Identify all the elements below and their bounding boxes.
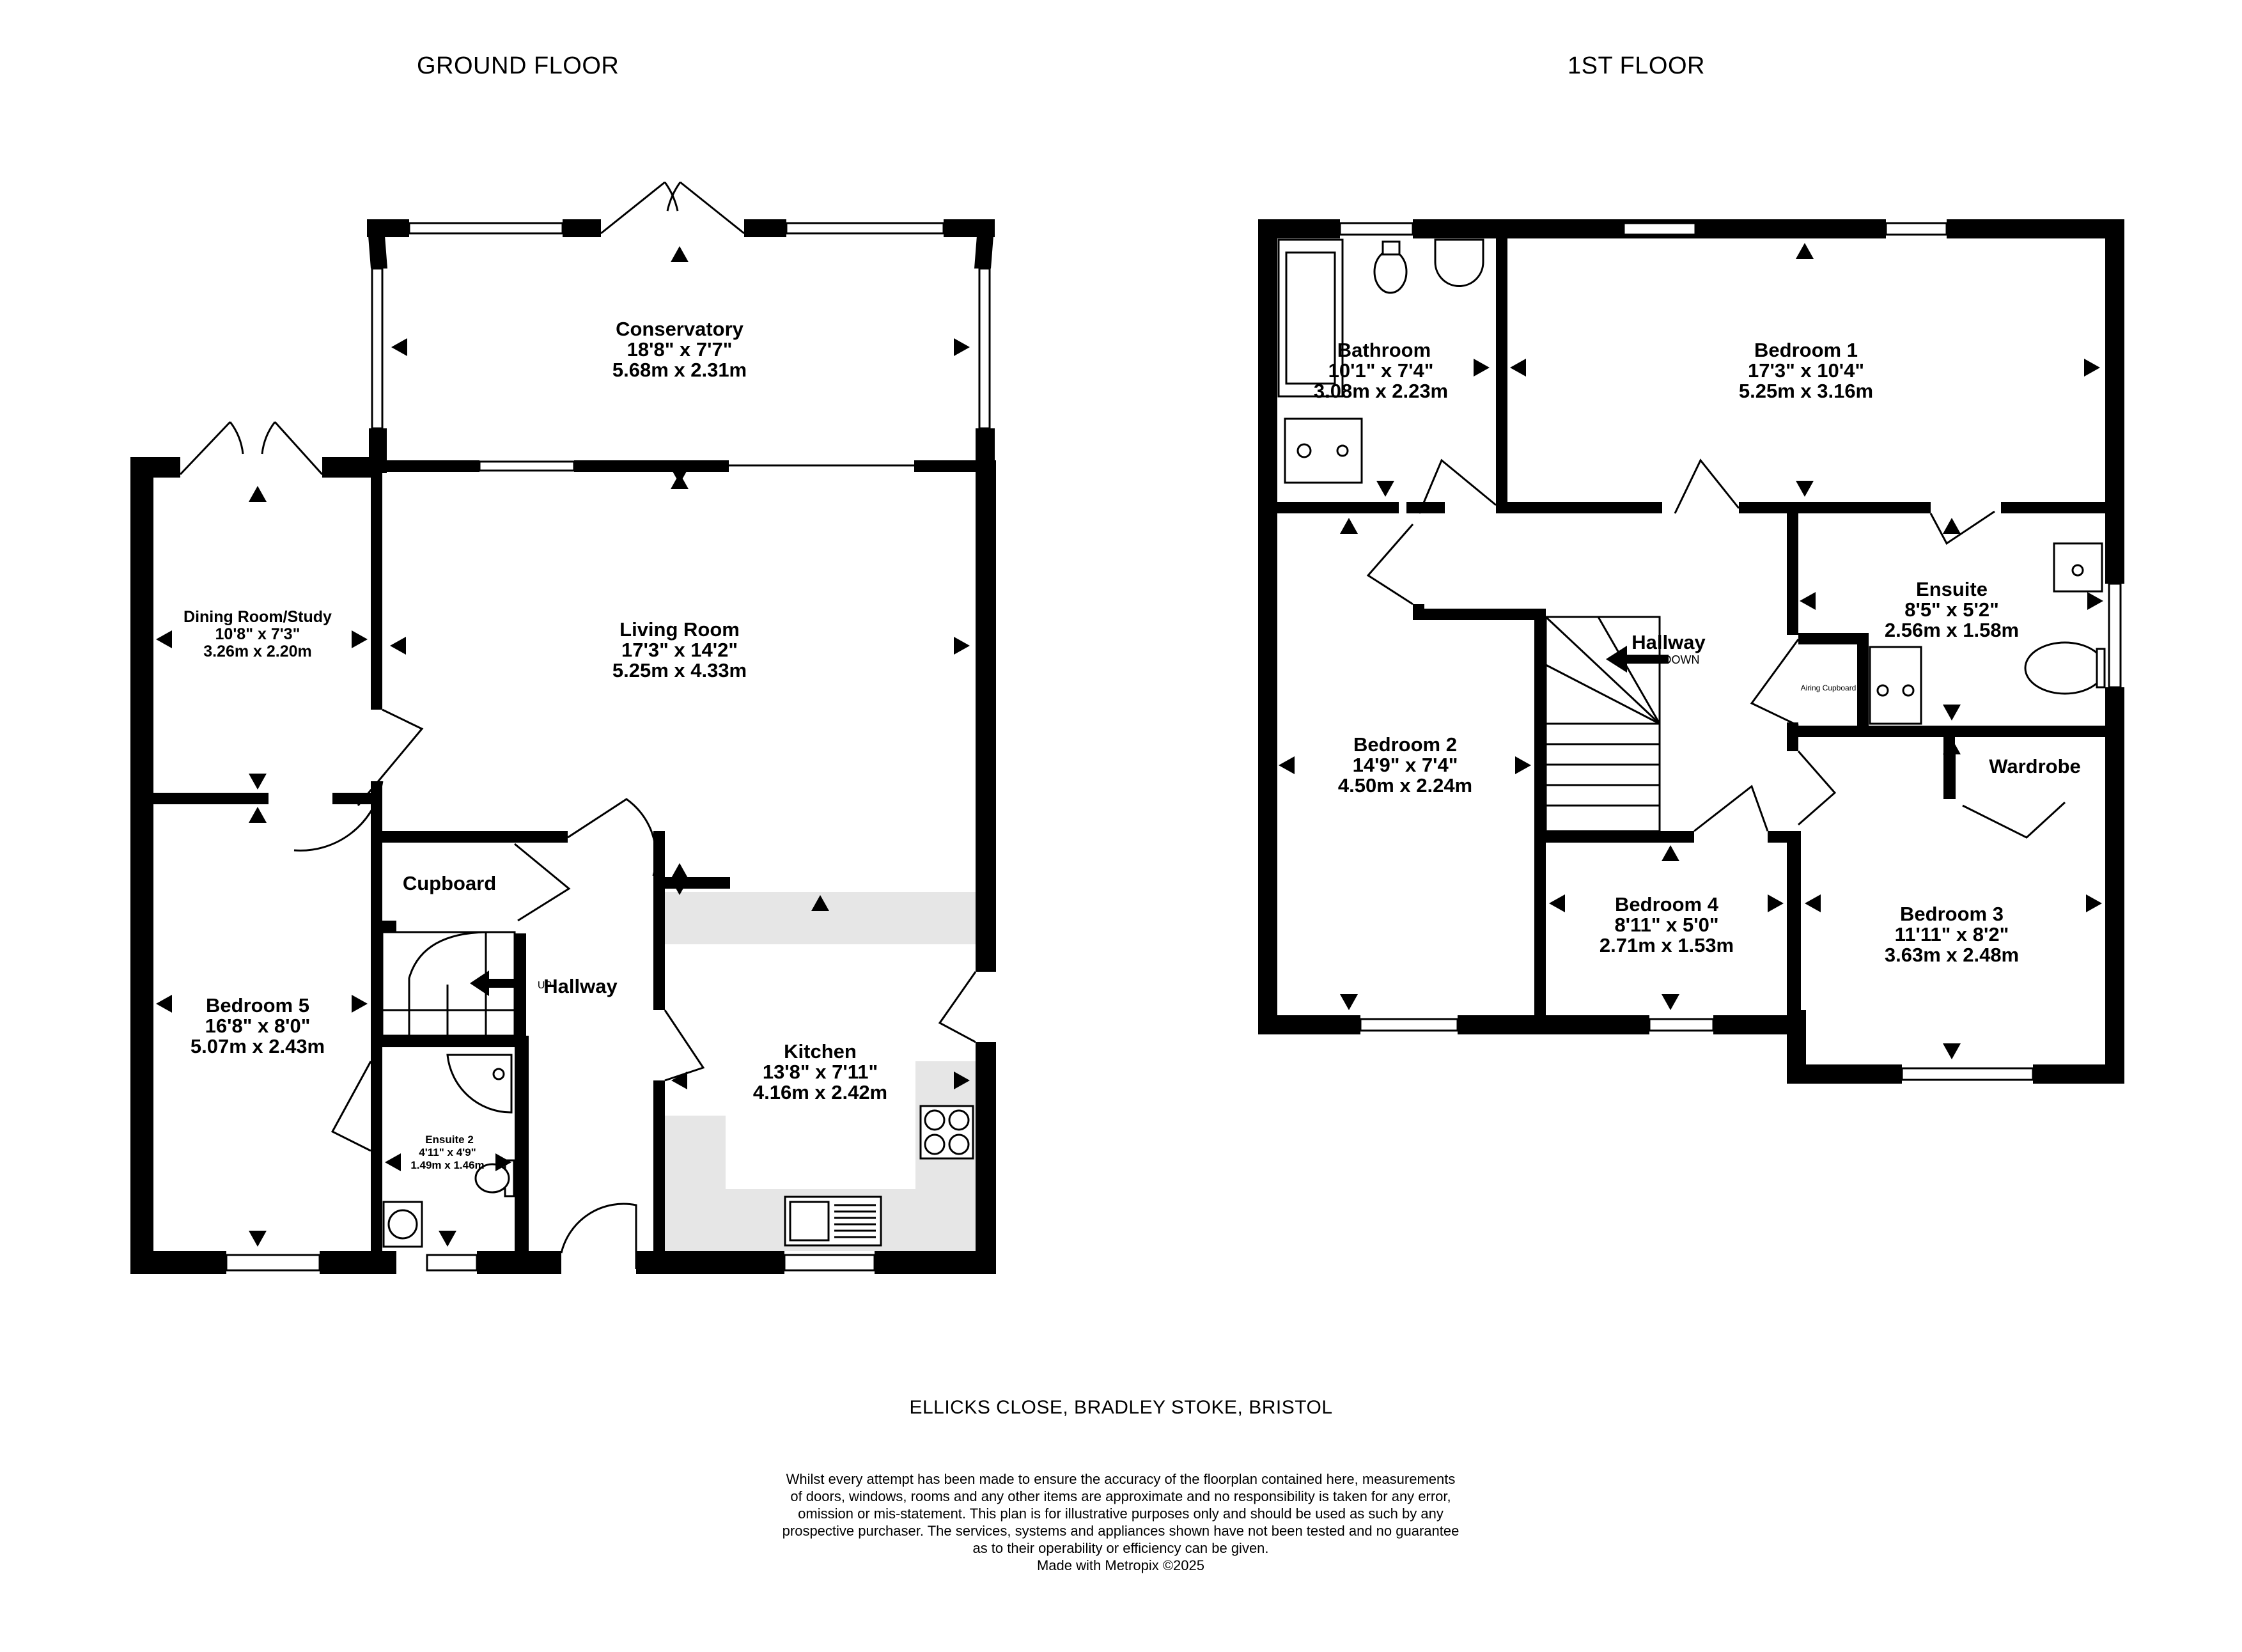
hallway-first-name: Hallway bbox=[1631, 631, 1706, 653]
dining-name: Dining Room/Study bbox=[183, 608, 332, 626]
first-floor-title: 1ST FLOOR bbox=[1568, 52, 1705, 79]
bedroom1-name: Bedroom 1 bbox=[1754, 339, 1858, 361]
conservatory-imperial: 18'8" x 7'7" bbox=[627, 338, 733, 361]
disclaimer-line: prospective purchaser. The services, sys… bbox=[782, 1523, 1460, 1539]
bathroom-imperial: 10'1" x 7'4" bbox=[1328, 359, 1434, 382]
hallway-first-down: DOWN bbox=[1663, 653, 1700, 666]
bathroom-metric: 3.08m x 2.23m bbox=[1314, 380, 1448, 402]
bedroom5-name: Bedroom 5 bbox=[206, 994, 309, 1017]
stairs-up-arrow bbox=[470, 970, 524, 996]
property-address: ELLICKS CLOSE, BRADLEY STOKE, BRISTOL bbox=[909, 1397, 1333, 1418]
bedroom5-metric: 5.07m x 2.43m bbox=[191, 1035, 325, 1057]
cupboard-name: Cupboard bbox=[403, 872, 496, 894]
living-name: Living Room bbox=[619, 618, 740, 641]
hallway-ground-up: UP bbox=[538, 980, 552, 991]
bedroom3-metric: 3.63m x 2.48m bbox=[1885, 944, 2019, 966]
first-doors bbox=[1366, 458, 2066, 839]
bedroom3-imperial: 11'11" x 8'2" bbox=[1895, 923, 2009, 946]
living-imperial: 17'3" x 14'2" bbox=[621, 639, 738, 661]
kitchen-metric: 4.16m x 2.42m bbox=[753, 1081, 887, 1103]
first-room-labels: Bathroom 10'1" x 7'4" 3.08m x 2.23m Bedr… bbox=[1314, 339, 2081, 966]
bedroom4-imperial: 8'11" x 5'0" bbox=[1614, 914, 1718, 936]
first-dimension-markers bbox=[1279, 243, 2103, 1059]
first-stairs bbox=[1545, 616, 1661, 832]
wardrobe-name: Wardrobe bbox=[1989, 755, 2081, 777]
dining-imperial: 10'8" x 7'3" bbox=[215, 625, 300, 643]
living-metric: 5.25m x 4.33m bbox=[612, 659, 747, 682]
ground-doors bbox=[179, 181, 977, 1269]
bathroom-name: Bathroom bbox=[1337, 339, 1431, 361]
conservatory-name: Conservatory bbox=[616, 318, 744, 340]
bedroom1-metric: 5.25m x 3.16m bbox=[1739, 380, 1873, 402]
hallway-ground-name: Hallway bbox=[543, 975, 618, 997]
conservatory-metric: 5.68m x 2.31m bbox=[612, 359, 747, 381]
disclaimer-line: as to their operability or efficiency ca… bbox=[972, 1540, 1269, 1556]
kitchen-imperial: 13'8" x 7'11" bbox=[763, 1061, 878, 1083]
bedroom2-metric: 4.50m x 2.24m bbox=[1338, 774, 1472, 797]
ensuite2-imperial: 4'11" x 4'9" bbox=[419, 1146, 476, 1158]
ground-dimension-markers bbox=[156, 246, 970, 1247]
disclaimer-line: of doors, windows, rooms and any other i… bbox=[790, 1488, 1451, 1504]
ground-fixtures bbox=[382, 1054, 974, 1248]
ensuite2-metric: 1.49m x 1.46m bbox=[410, 1159, 484, 1171]
dining-metric: 3.26m x 2.20m bbox=[203, 643, 312, 660]
disclaimer-line: Whilst every attempt has been made to en… bbox=[786, 1471, 1456, 1487]
bedroom1-imperial: 17'3" x 10'4" bbox=[1748, 359, 1864, 382]
airing-cupboard-name: Airing Cupboard bbox=[1801, 683, 1857, 692]
first-floor-plan: Bathroom 10'1" x 7'4" 3.08m x 2.23m Bedr… bbox=[1258, 219, 2124, 1084]
ground-walls bbox=[130, 219, 996, 1274]
stairs-down-arrow bbox=[1606, 646, 1669, 673]
bedroom5-imperial: 16'8" x 8'0" bbox=[205, 1015, 311, 1037]
first-windows bbox=[1339, 222, 2122, 1081]
first-walls bbox=[1258, 219, 2124, 1084]
kitchen-name: Kitchen bbox=[784, 1040, 857, 1063]
ensuite-imperial: 8'5" x 5'2" bbox=[1904, 598, 1999, 621]
disclaimer-credit: Made with Metropix ©2025 bbox=[1036, 1557, 1204, 1573]
ground-floor-plan: Conservatory 18'8" x 7'7" 5.68m x 2.31m … bbox=[130, 181, 996, 1274]
ensuite-name: Ensuite bbox=[1916, 578, 1988, 600]
ground-floor-title: GROUND FLOOR bbox=[417, 52, 619, 79]
first-fixtures bbox=[1277, 238, 2106, 725]
bedroom3-name: Bedroom 3 bbox=[1900, 903, 2004, 925]
disclaimer: Whilst every attempt has been made to en… bbox=[673, 1470, 1568, 1574]
ground-windows bbox=[225, 222, 991, 1272]
ensuite2-name: Ensuite 2 bbox=[425, 1134, 474, 1146]
ground-room-labels: Conservatory 18'8" x 7'7" 5.68m x 2.31m … bbox=[183, 318, 887, 1171]
disclaimer-line: omission or mis-statement. This plan is … bbox=[798, 1506, 1444, 1522]
ensuite-metric: 2.56m x 1.58m bbox=[1885, 619, 2019, 641]
bedroom2-imperial: 14'9" x 7'4" bbox=[1353, 754, 1458, 776]
bedroom4-metric: 2.71m x 1.53m bbox=[1600, 934, 1734, 956]
bedroom4-name: Bedroom 4 bbox=[1615, 893, 1719, 916]
bedroom2-name: Bedroom 2 bbox=[1353, 733, 1457, 756]
